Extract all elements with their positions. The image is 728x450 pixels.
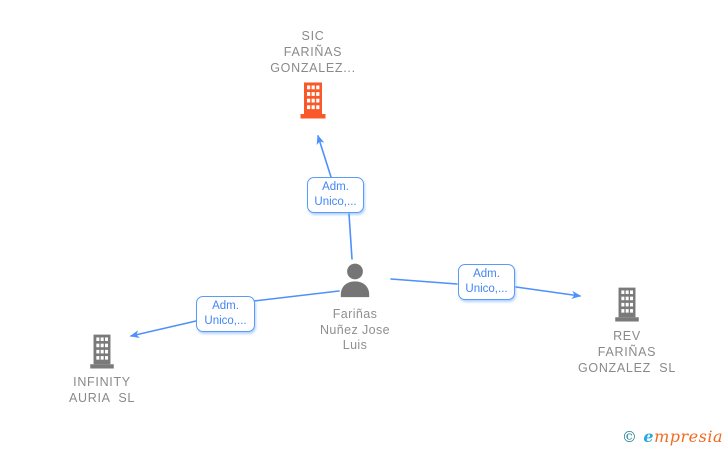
edge-label-adm-unico-right[interactable]: Adm. Unico,... [458, 264, 515, 300]
edge-person-to-label-left [253, 290, 340, 302]
edge-label-line: Unico,... [314, 196, 357, 208]
building-icon [615, 287, 639, 322]
company-name-line: AURIA SL [68, 391, 136, 405]
edge-label-to-company-right [515, 286, 582, 299]
company-name-line: FARIÑAS [283, 45, 343, 59]
node-company-infinity-auria[interactable]: INFINITY AURIA SL [12, 334, 192, 406]
company-name-line: INFINITY [73, 375, 131, 389]
edge-label-line: Unico,... [465, 283, 508, 295]
edge-label-adm-unico-top[interactable]: Adm. Unico,... [307, 177, 364, 213]
company-name-line: SIC [301, 29, 325, 43]
copyright-icon: © [621, 428, 638, 446]
brand-text: mpresia [654, 427, 723, 446]
company-name-line: GONZALEZ... [270, 61, 356, 75]
node-person-farinas-nunez-jose-luis[interactable]: Fariñas Nuñez Jose Luis [265, 262, 445, 354]
edge-person-to-label-right [390, 278, 458, 285]
person-name-line: Nuñez Jose [319, 322, 390, 337]
person-name-label: Fariñas Nuñez Jose Luis [320, 307, 390, 354]
building-icon [300, 82, 326, 119]
edge-label-to-company-top [316, 134, 332, 178]
company-name-label: REV FARIÑAS GONZALEZ SL [578, 328, 676, 376]
building-icon [90, 334, 114, 369]
company-name-line: REV [613, 329, 641, 343]
empresia-watermark: © empresia [622, 427, 723, 446]
node-company-sic-farinas-gonzalez[interactable]: SIC FARIÑAS GONZALEZ... [223, 28, 403, 121]
edge-person-to-label-top [348, 213, 353, 260]
node-company-rev-farinas-gonzalez[interactable]: REV FARIÑAS GONZALEZ SL [537, 287, 717, 376]
person-name-line: Luis [342, 338, 368, 352]
company-name-line: FARIÑAS [597, 345, 657, 359]
edge-label-line: Unico,... [204, 315, 247, 327]
company-name-label: INFINITY AURIA SL [69, 374, 135, 406]
edge-label-line: Adm. [473, 268, 500, 280]
company-name-line: GONZALEZ SL [577, 361, 676, 375]
edge-label-to-company-left [129, 320, 197, 339]
edge-label-line: Adm. [322, 181, 349, 193]
brand-initial: e [643, 427, 655, 446]
person-icon [340, 263, 370, 298]
company-name-label: SIC FARIÑAS GONZALEZ... [270, 28, 356, 76]
person-name-line: Fariñas [332, 307, 378, 321]
edge-label-line: Adm. [212, 300, 239, 312]
edge-label-adm-unico-left[interactable]: Adm. Unico,... [196, 296, 255, 332]
